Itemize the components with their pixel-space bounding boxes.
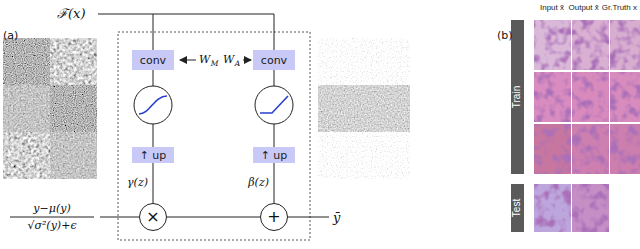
connector — [274, 163, 275, 203]
node-text: conv — [140, 55, 166, 66]
node-text: Test — [513, 199, 523, 217]
node-text: Train — [513, 86, 523, 108]
process-box: conv — [132, 50, 174, 70]
operator-circle: + — [260, 203, 288, 231]
row-band: Test — [511, 184, 524, 232]
weight-label: W — [199, 54, 210, 66]
activation-symbol — [134, 86, 293, 124]
row-band: Train — [511, 20, 524, 174]
operator-circle: × — [139, 203, 167, 231]
weight-arrow — [180, 60, 196, 61]
subscript: A — [235, 60, 240, 68]
module-outline — [118, 32, 310, 240]
process-box: ↑ up — [253, 147, 295, 163]
column-header: Input x̃ — [540, 4, 564, 13]
panel-label: (b) — [497, 30, 513, 42]
process-box: ↑ up — [132, 147, 174, 163]
node-text: + — [267, 209, 280, 225]
node-text: conv — [261, 55, 287, 66]
node-text: × — [146, 209, 159, 225]
process-box: conv — [253, 50, 295, 70]
edge-label: β(z) — [248, 177, 269, 189]
weight-label: W — [223, 54, 234, 66]
feature-map — [318, 38, 410, 179]
subscript: M — [211, 60, 219, 68]
output-label: ȳ — [333, 211, 340, 225]
output-wire — [288, 217, 329, 218]
node-text: ↑ up — [261, 150, 288, 161]
panel-label: (a) — [3, 30, 18, 42]
connector — [153, 163, 154, 203]
input-wire — [98, 14, 274, 50]
weight-arrow — [243, 60, 251, 61]
column-header: Output x̂ — [568, 4, 598, 13]
input-label: ℱ(x) — [57, 7, 85, 21]
formula-numerator: y−μ(y) — [33, 203, 70, 215]
column-header: Gr.Truth x — [602, 4, 637, 13]
connector — [167, 217, 260, 218]
histology-image — [534, 20, 640, 232]
formula-denominator: √σ²(y)+ϵ — [27, 220, 76, 232]
node-text: ↑ up — [140, 150, 167, 161]
edge-label: γ(z) — [127, 177, 148, 189]
feature-map — [3, 38, 97, 179]
input-wire — [100, 217, 139, 218]
fraction-bar — [10, 217, 94, 218]
